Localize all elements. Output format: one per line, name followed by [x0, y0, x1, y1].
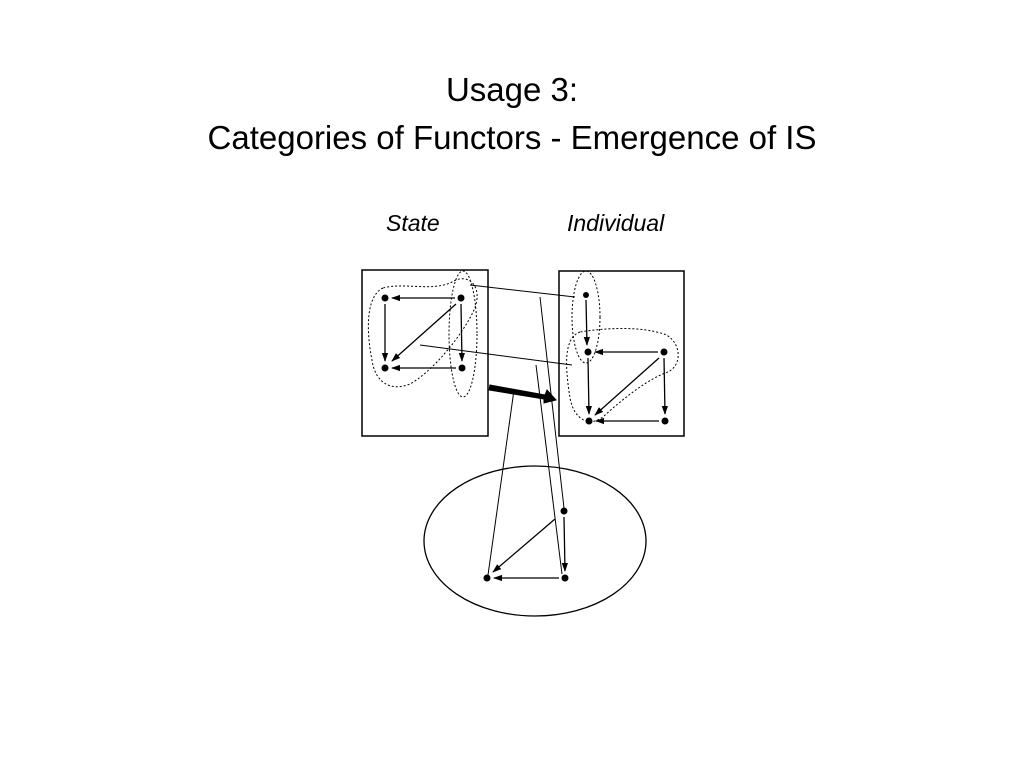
slide-title: Usage 3: Categories of Functors - Emerge… — [0, 66, 1024, 162]
functor-mappings — [419, 284, 576, 404]
projection-lines — [487, 296, 565, 576]
state-object-bottom-left — [381, 364, 389, 372]
mapping-line-upper — [469, 284, 576, 298]
state-object-top-left — [381, 294, 389, 302]
state-arrow-diagonal — [391, 303, 457, 362]
individual-arrow-diagonal — [594, 357, 660, 416]
state-object-top-right — [457, 294, 465, 302]
emergent-object-bottom-left — [483, 574, 491, 582]
individual-box — [558, 270, 685, 437]
individual-label: Individual — [567, 210, 665, 236]
emergent-object-bottom-right — [561, 574, 569, 582]
individual-object-mid-right — [660, 348, 668, 356]
individual-object-top — [583, 292, 589, 298]
individual-arrow-left — [585, 357, 593, 415]
state-category — [361, 269, 489, 437]
state-label: State — [386, 210, 440, 236]
individual-category — [558, 270, 685, 437]
functor-thick-arrow — [488, 384, 557, 404]
emergent-arrow-down — [561, 516, 569, 572]
title-line-2: Categories of Functors - Emergence of IS — [207, 119, 817, 156]
individual-arrow-top-down — [583, 299, 591, 346]
emergent-category — [423, 465, 647, 617]
state-right-group-outline — [448, 270, 478, 398]
title-line-1: Usage 3: — [445, 71, 579, 108]
emergent-arrow-diagonal — [492, 518, 556, 573]
individual-main-group-outline — [566, 328, 679, 422]
individual-object-bottom-left — [585, 417, 593, 425]
mapping-line-lower — [419, 344, 573, 366]
state-object-bottom-right — [458, 364, 466, 372]
projection-line-3 — [535, 364, 563, 575]
individual-object-mid-left — [584, 348, 592, 356]
emergent-ellipse — [423, 465, 647, 617]
state-arrow-right — [458, 303, 466, 362]
projection-line-2 — [539, 296, 565, 509]
individual-object-bottom-right — [661, 417, 669, 425]
state-box — [361, 269, 489, 437]
individual-arrow-right — [661, 357, 669, 415]
emergent-object-top — [560, 507, 568, 515]
projection-line-1 — [487, 389, 515, 576]
individual-top-group-outline — [571, 270, 601, 364]
